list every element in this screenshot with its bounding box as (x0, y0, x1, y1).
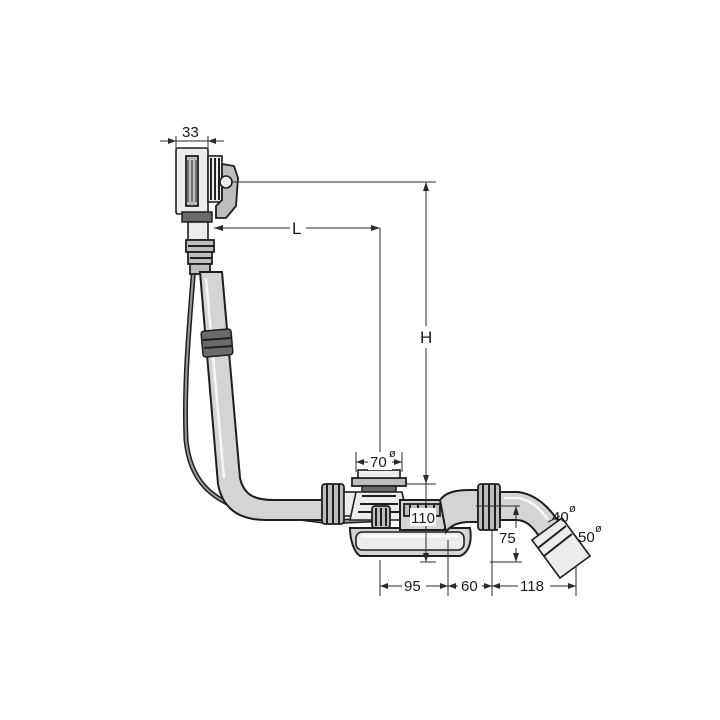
diameter-symbol-70: ø (389, 448, 396, 460)
outlet-pipe (438, 483, 592, 580)
dimension-110: 110 (410, 484, 436, 563)
overflow-head (175, 147, 239, 275)
dim-label-H: H (420, 328, 432, 347)
dimension-33: 33 (160, 124, 224, 150)
dim-label-75: 75 (499, 530, 516, 547)
dim-label-95: 95 (404, 578, 421, 595)
dim-label-L: L (292, 219, 301, 238)
dimension-L: L (214, 218, 381, 470)
diameter-symbol-50: ø (595, 523, 602, 535)
overflow-pipe (198, 271, 331, 521)
dimension-H: H (232, 181, 437, 485)
dim-label-40: 40 (552, 509, 569, 526)
union-nut-left (321, 483, 357, 525)
diameter-symbol-40: ø (569, 503, 576, 515)
dim-label-110: 110 (411, 510, 435, 527)
dimension-70-diameter: 70 ø (355, 448, 403, 472)
dim-label-33: 33 (182, 124, 199, 141)
dim-label-50: 50 (578, 529, 595, 546)
dim-label-60: 60 (461, 578, 478, 595)
dimension-75: 75 (476, 505, 522, 563)
dim-label-118: 118 (520, 578, 544, 595)
dim-label-70: 70 (370, 454, 387, 471)
dimension-95-60-118: 95 60 118 (379, 530, 577, 596)
outlet-diameter-labels: 40 ø 50 ø (547, 503, 602, 546)
